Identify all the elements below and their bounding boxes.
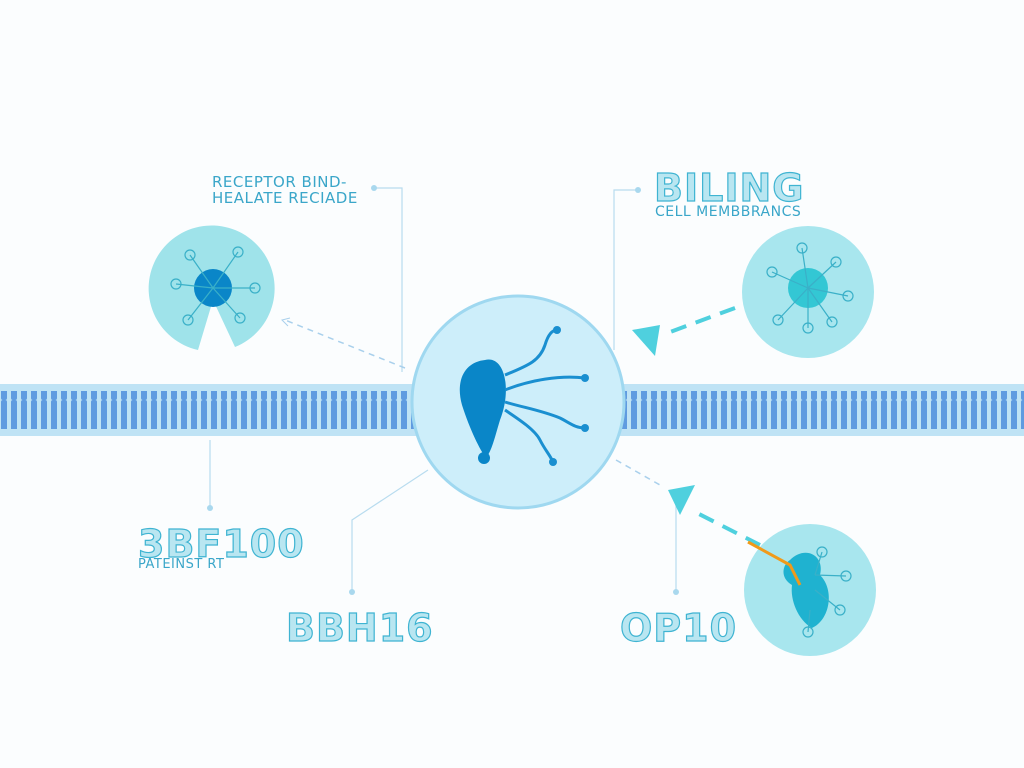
central-cell: [410, 294, 626, 510]
ligand: [747, 540, 802, 586]
receptor-label-line2: HEALATE RECIADE: [212, 189, 358, 207]
receptor-protein: [459, 359, 506, 458]
top-right-cell: [742, 226, 874, 358]
biling-title: BILING: [653, 165, 805, 210]
arrows: [281, 306, 761, 547]
op10-label: OP10: [619, 605, 738, 650]
left-cell: [148, 225, 275, 350]
connector-dots: [207, 185, 679, 595]
bottom-left-title: 3BF100: [137, 521, 305, 566]
cell-membrane-label: CELL MEMBBRANCS: [655, 204, 802, 220]
bottom-right-cell: [744, 524, 876, 656]
connector-lines: [209, 187, 677, 592]
bottom-left-subtitle: PATEINST RT: [138, 557, 225, 572]
receptor-label-line1: RECEPTOR BIND-: [212, 173, 347, 191]
bbh16-label: BBH16: [285, 605, 434, 650]
